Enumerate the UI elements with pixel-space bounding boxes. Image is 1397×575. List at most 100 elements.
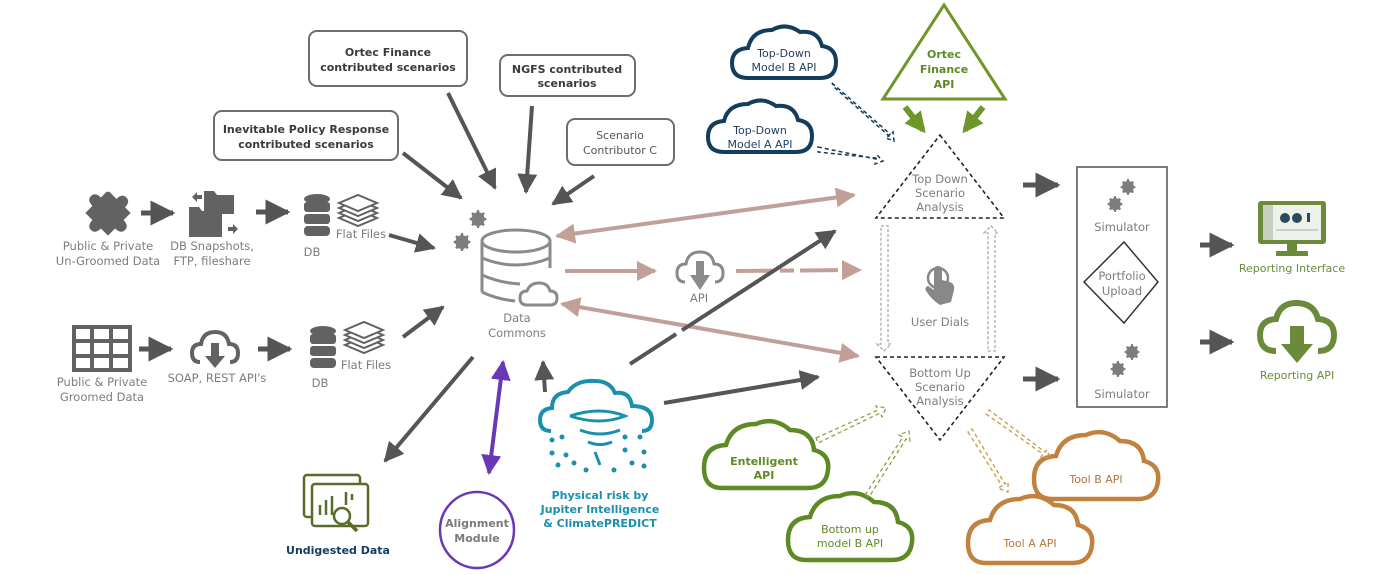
arrow-ortec-api-left	[902, 105, 926, 134]
flat-files-icon	[342, 320, 386, 355]
top-down-line2: Scenario	[915, 186, 965, 200]
arrow-commons-to-undigested	[383, 355, 475, 463]
undigested-data[interactable]: Undigested Data	[286, 473, 390, 557]
portfolio-line2: Upload	[1102, 284, 1142, 298]
groomed-data-source: Public & Private Groomed Data	[57, 325, 147, 404]
undigested-label: Undigested Data	[286, 544, 390, 557]
entelligent-line1: Entelligent	[730, 455, 798, 468]
ortec-finance-api[interactable]: Ortec Finance API	[880, 2, 1008, 101]
gray-flow-arrows	[383, 229, 837, 463]
scenario-to-simulator-arrows	[1023, 172, 1061, 392]
soap-label: SOAP, REST API's	[168, 371, 267, 385]
reporting-api[interactable]: Reporting API	[1256, 299, 1338, 382]
contributor-arrows	[401, 92, 596, 206]
flat-files-icon	[336, 193, 380, 228]
entelligent-line2: API	[754, 469, 775, 482]
bottom-up-line1: Bottom Up	[909, 366, 971, 380]
dashed-arrow-bottom-b	[864, 430, 911, 498]
ortec-contributed-scenarios-box: Ortec Finance contributed scenarios	[308, 30, 468, 87]
physical-risk-line3: & ClimatePREDICT	[543, 517, 657, 530]
db2-flat-files-label: Flat Files	[341, 358, 391, 372]
bottom-up-line2: Scenario	[915, 380, 965, 394]
dashed-arrow-model-a	[817, 146, 885, 166]
scenario-contributor-c-box: Scenario Contributor C	[566, 118, 675, 166]
physical-risk-line2: Jupiter Intelligence	[540, 503, 660, 516]
tool-a-api[interactable]: Tool A API	[965, 493, 1095, 566]
simulator-1-label: Simulator	[1094, 220, 1150, 234]
arrow-physical-to-commons	[534, 360, 555, 393]
simulator-2[interactable]: Simulator	[1094, 344, 1150, 401]
simulator-2-label: Simulator	[1094, 387, 1150, 401]
top-down-scenario-analysis[interactable]: Top Down Scenario Analysis	[874, 133, 1006, 219]
contributor-c-line2: Contributor C	[583, 144, 657, 157]
grid-table-icon	[72, 325, 132, 372]
ortec-api-line1: Ortec	[927, 48, 961, 61]
ungroomed-line2: Un-Groomed Data	[56, 254, 160, 268]
portfolio-upload[interactable]: Portfolio Upload	[1082, 240, 1159, 325]
top-down-model-b-api[interactable]: Top-Down Model B API	[729, 24, 839, 80]
arrow-commons-bottom-up	[560, 297, 860, 363]
ortec-box-line2: contributed scenarios	[320, 61, 456, 74]
physical-risk-line1: Physical risk by	[552, 489, 649, 502]
physical-risk[interactable]: Physical risk by Jupiter Intelligence & …	[537, 378, 660, 530]
bottom-up-scenario-analysis[interactable]: Bottom Up Scenario Analysis	[874, 356, 1006, 442]
user-dials-connectors	[875, 225, 1000, 352]
dashed-arrow-tool-b	[985, 409, 1051, 459]
alignment-line2: Module	[454, 532, 499, 545]
top-down-a-line2: Model A API	[728, 138, 793, 151]
alignment-line1: Alignment	[445, 517, 509, 530]
ortec-box-line1: Ortec Finance	[345, 46, 431, 59]
ngfs-contributed-scenarios-box: NGFS contributed scenarios	[499, 54, 636, 97]
arrow-ngfs-to-commons	[517, 105, 538, 194]
top-down-b-line1: Top-Down	[756, 47, 811, 60]
simulator-1[interactable]: Simulator	[1094, 179, 1150, 234]
ungroomed-line1: Public & Private	[63, 239, 153, 253]
data-analytics-icon	[302, 473, 370, 533]
reporting-interface[interactable]: Reporting Interface	[1239, 201, 1345, 275]
simulator-panel: Simulator Portfolio Upload Simulator	[1076, 166, 1168, 408]
cloud-download-icon	[675, 250, 725, 290]
database-cloud-icon	[480, 228, 559, 307]
reporting-api-label: Reporting API	[1260, 369, 1334, 382]
alignment-module[interactable]: Alignment Module	[438, 490, 516, 570]
groomed-line2: Groomed Data	[60, 390, 144, 404]
bottom-up-model-b-api[interactable]: Bottom up model B API	[785, 490, 915, 563]
database-icon	[310, 326, 336, 368]
db2-label: DB	[312, 376, 329, 390]
data-commons[interactable]: Data Commons	[453, 209, 559, 340]
ngfs-box-line2: scenarios	[537, 77, 597, 90]
bottom-b-line1: Bottom up	[821, 523, 879, 536]
pink-flow-arrows	[555, 187, 862, 363]
ungroomed-data-source: Public & Private Un-Groomed Data	[56, 191, 160, 268]
db-flat-files-2: DB Flat Files	[310, 320, 391, 390]
arrow-ortec-api-right	[962, 105, 986, 134]
user-dials[interactable]: User Dials	[911, 266, 969, 329]
arrow-commons-top-down	[555, 187, 856, 244]
arrow-alignment-commons	[481, 360, 511, 475]
soap-rest-source: SOAP, REST API's	[168, 329, 267, 385]
arrow-ipr-to-commons	[401, 151, 463, 200]
data-commons-line1: Data	[503, 311, 530, 325]
entelligent-api[interactable]: Entelligent API	[701, 418, 831, 491]
user-dials-label: User Dials	[911, 315, 969, 329]
cloud-download-icon	[189, 329, 241, 368]
top-down-line1: Top Down	[911, 172, 968, 186]
db-snapshots-source: DB Snapshots, FTP, fileshare	[170, 191, 254, 268]
folders-icon	[189, 191, 238, 237]
top-down-line3: Analysis	[916, 200, 963, 214]
arrow-contributor-c-to-commons	[551, 174, 596, 206]
top-down-model-a-api[interactable]: Top-Down Model A API	[705, 98, 815, 154]
dashed-arrow-entelligent	[815, 405, 887, 444]
arrow-db2-to-commons	[401, 305, 445, 339]
storm-cloud-icon	[537, 378, 655, 466]
db1-flat-files-label: Flat Files	[336, 227, 386, 241]
top-down-a-line1: Top-Down	[732, 124, 787, 137]
database-icon	[304, 194, 330, 236]
arrow-api-to-scenarios	[735, 260, 862, 281]
db1-label: DB	[304, 245, 321, 259]
tool-b-api[interactable]: Tool B API	[1031, 429, 1161, 502]
arrow-physical-to-bottom-up	[663, 370, 820, 405]
ngfs-box-line1: NGFS contributed	[512, 63, 622, 76]
ipr-contributed-scenarios-box: Inevitable Policy Response contributed s…	[213, 110, 399, 161]
